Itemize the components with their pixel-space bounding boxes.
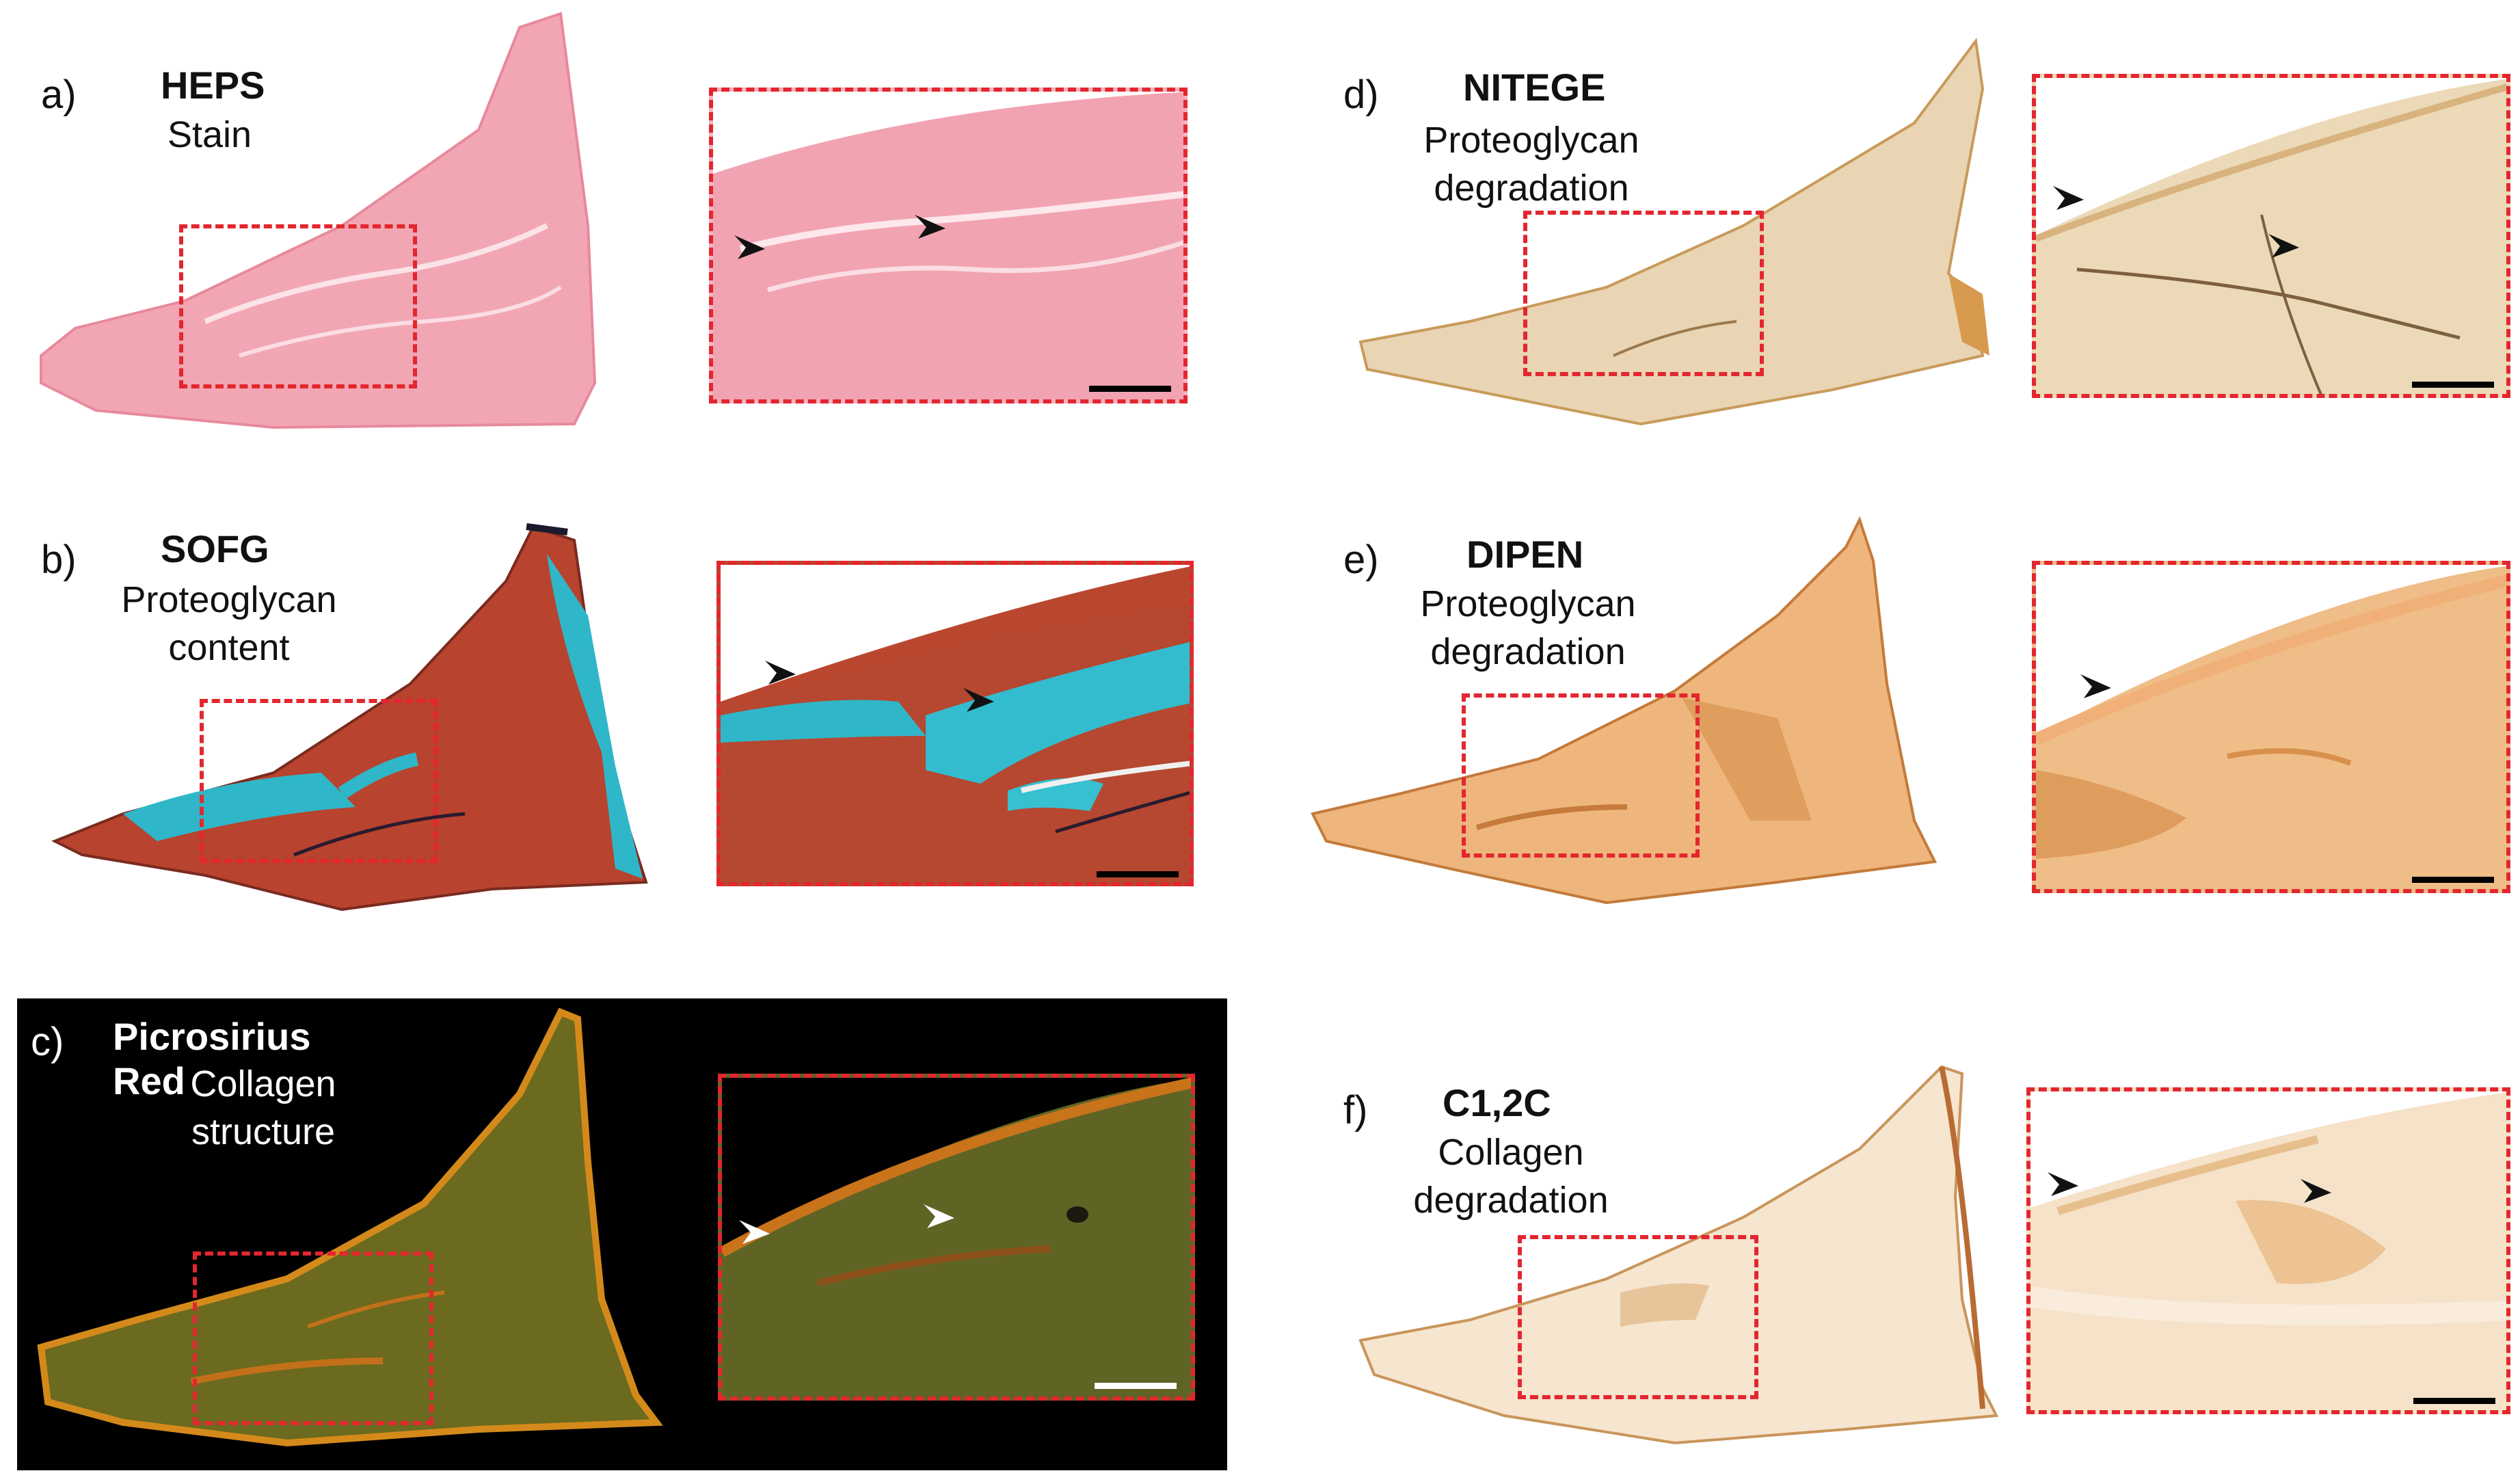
magnified-inset bbox=[718, 1074, 1195, 1401]
stain-name: NITEGE bbox=[1463, 66, 1606, 109]
magnified-inset bbox=[709, 88, 1188, 403]
scale-bar bbox=[2412, 877, 2494, 883]
scale-bar bbox=[2413, 1398, 2495, 1404]
region-of-interest-box bbox=[193, 1251, 433, 1425]
scale-bar bbox=[1089, 386, 1171, 392]
panel-letter: f) bbox=[1343, 1088, 1368, 1132]
magnified-inset bbox=[716, 561, 1194, 886]
magnified-inset bbox=[2026, 1087, 2510, 1414]
panel-letter: b) bbox=[41, 538, 77, 582]
scale-bar bbox=[2412, 382, 2494, 388]
region-of-interest-box bbox=[1462, 693, 1700, 858]
region-of-interest-box bbox=[1518, 1235, 1758, 1399]
stain-name: HEPS bbox=[161, 64, 265, 107]
panel-letter: a) bbox=[41, 72, 77, 117]
panel-letter: e) bbox=[1343, 538, 1379, 582]
stain-description: Stain bbox=[167, 114, 252, 155]
magnified-inset bbox=[2032, 74, 2510, 398]
stain-name: C1,2C bbox=[1443, 1081, 1551, 1124]
region-of-interest-box bbox=[200, 699, 438, 863]
panel-letter: d) bbox=[1343, 72, 1379, 117]
region-of-interest-box bbox=[179, 224, 417, 388]
stain-name: SOFG bbox=[161, 527, 269, 570]
stain-name: Picrosirius Red bbox=[113, 1015, 311, 1102]
stain-name: DIPEN bbox=[1466, 533, 1584, 576]
region-of-interest-box bbox=[1523, 211, 1764, 376]
scale-bar bbox=[1097, 871, 1179, 877]
scale-bar bbox=[1095, 1383, 1177, 1389]
panel-letter: c) bbox=[31, 1020, 64, 1064]
magnified-inset bbox=[2032, 561, 2510, 893]
